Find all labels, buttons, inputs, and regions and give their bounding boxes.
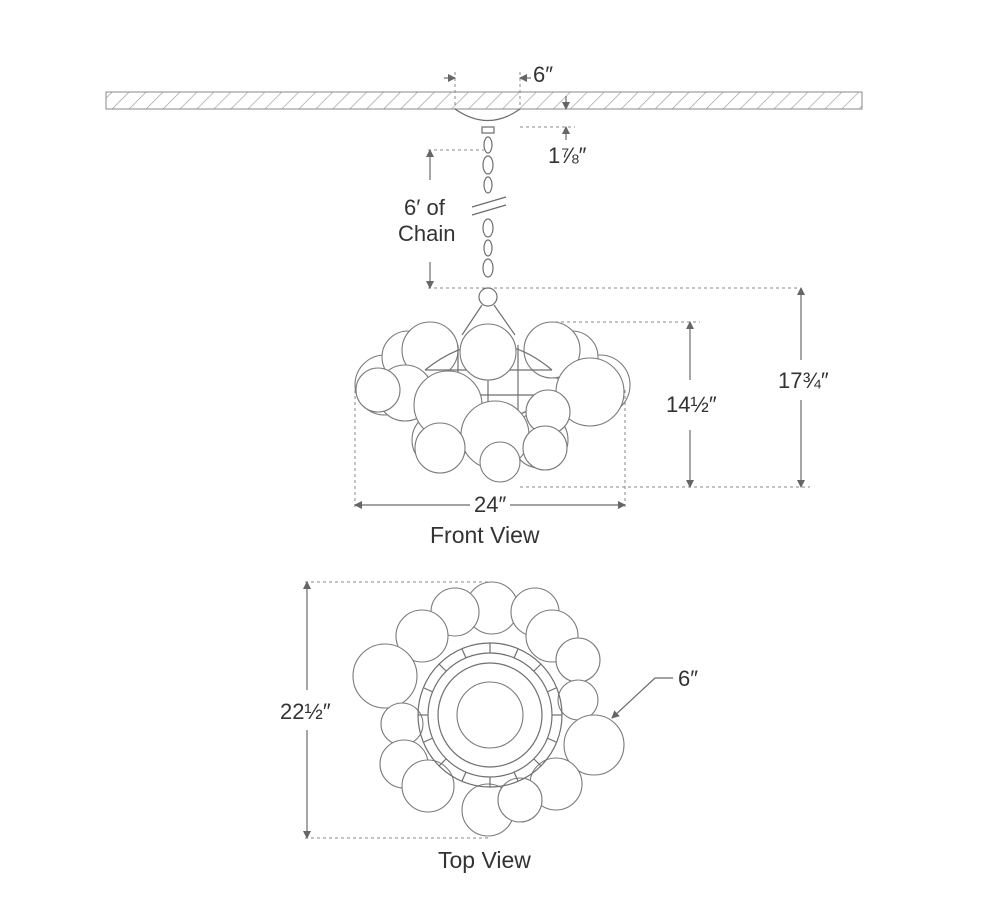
chain bbox=[471, 136, 507, 278]
overall-height-label: 17¾″ bbox=[778, 368, 829, 393]
ceiling bbox=[105, 91, 863, 110]
front-width-dimension: 24″ bbox=[354, 390, 626, 517]
canopy bbox=[454, 108, 521, 134]
top-diameter-dimension: 22½″ bbox=[280, 581, 490, 839]
chain-length-label-line1: 6′ of bbox=[404, 195, 446, 220]
top-view-fixture bbox=[352, 581, 625, 837]
canopy-height-label: 1⅞″ bbox=[548, 143, 587, 168]
center-ring-dimension: 6″ bbox=[611, 666, 698, 719]
top-diameter-label: 22½″ bbox=[280, 699, 331, 724]
body-height-dimension: 14½″ bbox=[520, 321, 810, 488]
top-view-caption: Top View bbox=[438, 847, 531, 873]
chain-length-dimension: 6′ of Chain bbox=[398, 149, 800, 289]
front-view-caption: Front View bbox=[430, 522, 540, 548]
canopy-width-dimension: 6″ bbox=[444, 62, 553, 109]
chain-length-label-line2: Chain bbox=[398, 221, 455, 246]
body-height-label: 14½″ bbox=[666, 392, 717, 417]
canopy-width-label: 6″ bbox=[533, 62, 553, 87]
center-ring-label: 6″ bbox=[678, 666, 698, 691]
front-view-fixture bbox=[354, 287, 631, 483]
overall-height-dimension: 17¾″ bbox=[778, 287, 829, 488]
canopy-height-dimension: 1⅞″ bbox=[520, 96, 587, 168]
front-width-label: 24″ bbox=[474, 492, 506, 517]
